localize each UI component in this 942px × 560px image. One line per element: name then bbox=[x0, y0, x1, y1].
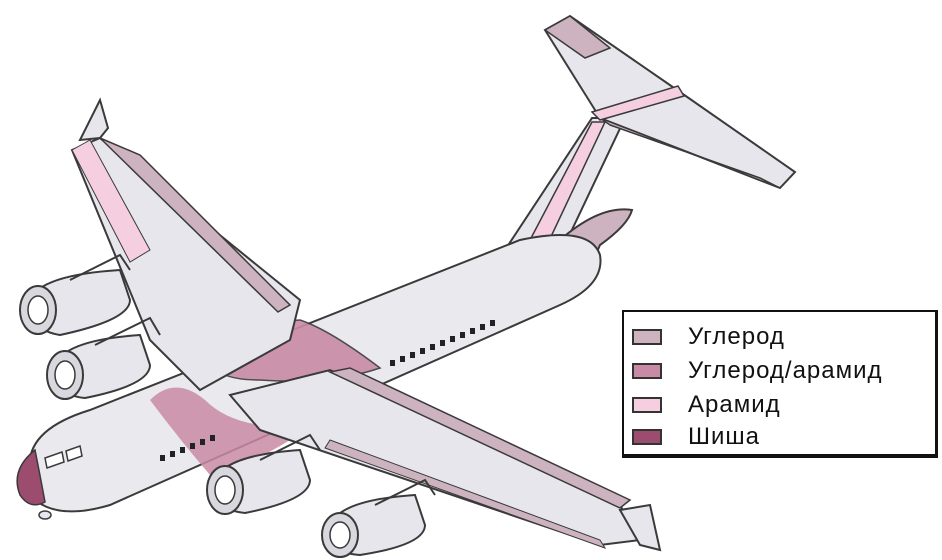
legend-item-carbon: Углерод bbox=[624, 322, 785, 352]
legend-swatch bbox=[632, 363, 662, 379]
engine-right-outer bbox=[322, 480, 435, 557]
legend-swatch bbox=[632, 329, 662, 345]
legend-label: Углерод bbox=[688, 323, 785, 351]
legend-item-glass: Шиша bbox=[624, 422, 760, 452]
legend-item-carbon-aramid: Углерод/арамид bbox=[624, 356, 883, 386]
engine-left-outer bbox=[20, 255, 130, 335]
legend-label: Углерод/арамид bbox=[688, 357, 883, 385]
legend-swatch bbox=[632, 429, 662, 445]
legend-item-aramid: Арамид bbox=[624, 390, 781, 420]
legend-label: Арамид bbox=[688, 391, 781, 419]
legend-swatch bbox=[632, 397, 662, 413]
materials-legend: Углерод Углерод/арамид Арамид Шиша bbox=[622, 310, 938, 458]
legend-label: Шиша bbox=[688, 423, 760, 451]
nose-gear bbox=[39, 511, 51, 519]
